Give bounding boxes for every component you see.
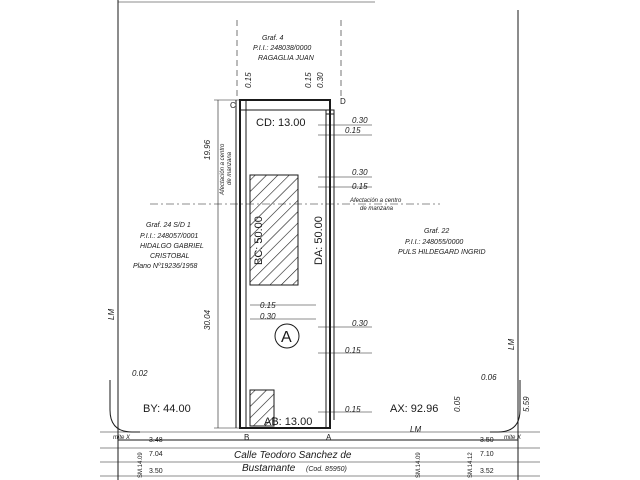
afectacion-right-1: Afectación a centro — [349, 198, 402, 204]
side-cd: CD: 13.00 — [256, 117, 306, 129]
dim-top-right-015: 0.15 — [304, 72, 313, 88]
right-parcel-owner: PULS HILDEGARD INGRID — [398, 249, 486, 256]
left-parcel-pii: P.I.I.: 248057/0001 — [140, 233, 198, 240]
dim-right-030-b: 0.30 — [352, 168, 368, 177]
vertex-b: B — [244, 433, 249, 442]
ochava-left: mite X — [113, 435, 131, 441]
lm-bottom: LM — [410, 425, 421, 434]
right-parcel-title: Graf. 22 — [424, 228, 449, 235]
dim-left-3004: 30.04 — [203, 309, 212, 330]
right-dimension-arrows — [250, 124, 372, 413]
bottom-right-352: 3.52 — [480, 468, 494, 475]
afectacion-right-2: de manzana — [360, 206, 394, 212]
dim-right-005: 0.05 — [453, 396, 462, 412]
dim-right-030-c: 0.30 — [352, 319, 368, 328]
left-corner-curve — [109, 380, 140, 433]
lot-corner-d — [325, 109, 335, 115]
lot-label: A — [281, 329, 292, 346]
dim-right-015-c: 0.15 — [345, 346, 361, 355]
ochava-right: mite X — [504, 435, 522, 441]
by-distance: BY: 44.00 — [143, 403, 191, 415]
sm-right: SM.14.12 — [468, 452, 474, 478]
hatched-building-area — [249, 174, 299, 286]
hatched-front-area — [249, 389, 275, 427]
lm-right: LM — [507, 339, 516, 350]
sm-left: SM.14.09 — [138, 452, 144, 478]
dim-right-559: 5.59 — [522, 396, 531, 412]
right-corner-curve — [490, 380, 521, 433]
dim-corner-left: 0.02 — [132, 369, 148, 378]
bottom-left-348: 3.48 — [149, 437, 163, 444]
dim-right-015-a: 0.15 — [345, 126, 361, 135]
side-ab: AB: 13.00 — [264, 416, 312, 428]
right-parcel-pii: P.I.I.: 248055/0000 — [405, 239, 463, 246]
dim-mid-015: 0.15 — [260, 301, 276, 310]
afectacion-left-2: de manzana — [227, 151, 233, 185]
bottom-right-350: 3.50 — [480, 437, 494, 444]
dim-right-015-d: 0.15 — [345, 405, 361, 414]
street-name-2: Bustamante — [242, 463, 296, 474]
left-parcel-owner-2: CRISTOBAL — [150, 253, 190, 260]
lot-label-circle — [274, 323, 300, 349]
vertex-d: D — [340, 97, 346, 106]
dim-mid-030: 0.30 — [260, 312, 276, 321]
left-parcel-plan: Plano Nº19236/1958 — [133, 263, 198, 270]
top-parcel-pii: P.I.I.: 248038/0000 — [253, 45, 311, 52]
side-da: DA: 50.00 — [313, 216, 325, 265]
lot-outline — [239, 99, 331, 429]
street-name-1: Calle Teodoro Sanchez de — [234, 450, 352, 461]
ax-distance: AX: 92.96 — [390, 403, 438, 415]
dim-top-right-030: 0.30 — [316, 72, 325, 88]
top-parcel-owner: RAGAGLIA JUAN — [258, 55, 315, 62]
afectacion-left-1: Afectación a centro — [220, 143, 226, 196]
side-bc: BC: 50.00 — [253, 216, 265, 265]
bottom-right-710: 7.10 — [480, 451, 494, 458]
bottom-left-704: 7.04 — [149, 451, 163, 458]
street-code: (Cod. 85950) — [306, 466, 347, 473]
dim-right-030-a: 0.30 — [352, 116, 368, 125]
vertex-a: A — [326, 433, 332, 442]
left-parcel-title: Graf. 24 S/D 1 — [146, 222, 191, 229]
dim-corner-right: 0.06 — [481, 373, 497, 382]
vertex-c: C — [230, 101, 236, 110]
left-parcel-owner-1: HIDALGO GABRIEL — [140, 243, 204, 250]
sm-mid: SM.14.09 — [416, 452, 422, 478]
bottom-left-350: 3.50 — [149, 468, 163, 475]
lm-left: LM — [107, 309, 116, 320]
dim-right-015-b: 0.15 — [352, 182, 368, 191]
top-parcel-title: Graf. 4 — [262, 35, 284, 42]
dim-top-left-015: 0.15 — [244, 72, 253, 88]
dim-left-1996: 19.96 — [203, 139, 212, 160]
